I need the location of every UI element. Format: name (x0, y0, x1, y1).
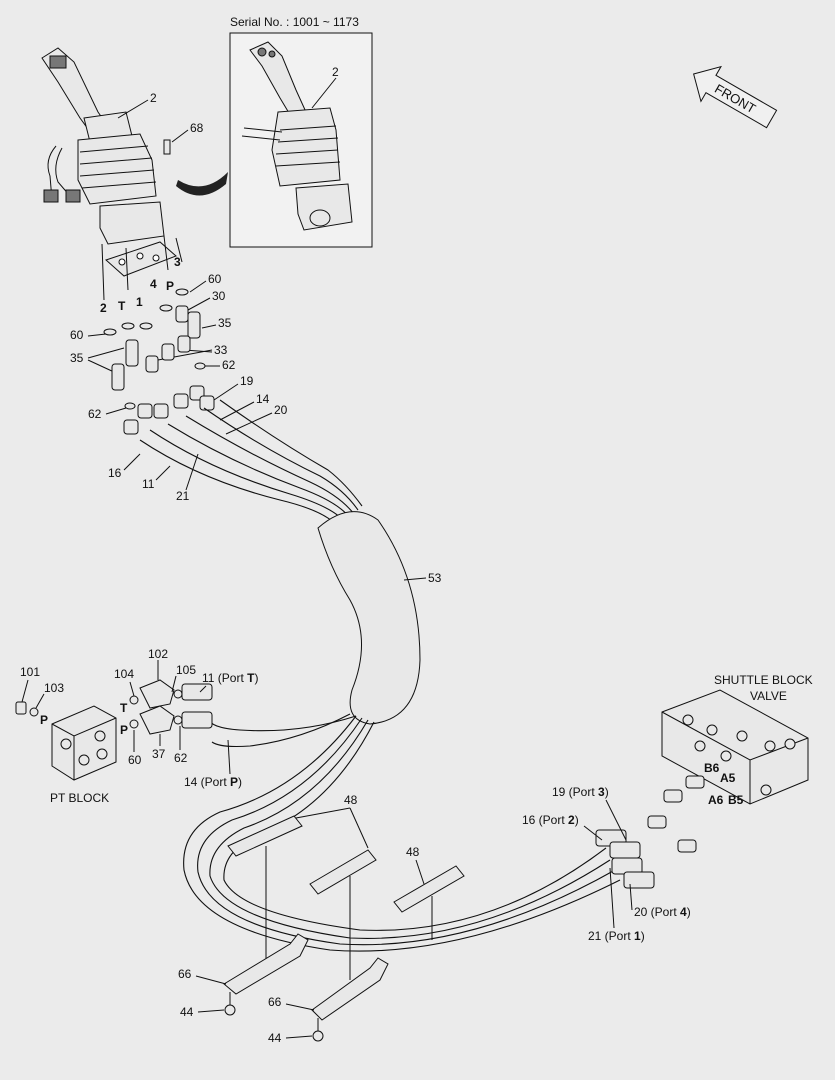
port-16-label: 16 (Port 2) (522, 813, 579, 827)
serial-label: Serial No. : 1001 ~ 1173 (230, 15, 359, 29)
label-104: 104 (114, 667, 134, 681)
label-T: T (118, 299, 126, 313)
shuttle-block-valve: SHUTTLE BLOCK VALVE B6 A5 A6 B5 19 (Port… (522, 673, 813, 943)
fittings (103, 288, 215, 435)
port-A6: A6 (708, 793, 724, 807)
label-11: 11 (142, 477, 155, 491)
label-35-right: 35 (218, 316, 232, 330)
label-1: 1 (136, 295, 143, 309)
port-11-label: 11 (Port T) (202, 671, 258, 685)
fitting-callouts: 3 60 4 P 30 2 T 1 35 60 35 33 62 19 14 2… (70, 255, 288, 503)
label-3: 3 (174, 255, 181, 269)
label-66-a: 66 (178, 967, 192, 981)
label-30: 30 (212, 289, 226, 303)
label-33: 33 (214, 343, 228, 357)
label-21: 21 (176, 489, 190, 503)
label-105: 105 (176, 663, 196, 677)
label-68: 68 (190, 121, 204, 135)
label-60-left: 60 (70, 328, 84, 342)
pt-block: PT BLOCK 101 103 P 102 104 105 T P 60 37… (15, 647, 258, 805)
port-B5: B5 (728, 793, 744, 807)
label-4: 4 (150, 277, 157, 291)
label-60-top: 60 (208, 272, 222, 286)
label-101: 101 (20, 665, 40, 679)
port-20-label: 20 (Port 4) (634, 905, 691, 919)
label-103: 103 (44, 681, 64, 695)
port-B6: B6 (704, 761, 720, 775)
label-62-ptblock: 62 (174, 751, 188, 765)
label-44-b: 44 (268, 1031, 282, 1045)
label-48-b: 48 (406, 845, 420, 859)
label-20: 20 (274, 403, 288, 417)
label-102: 102 (148, 647, 168, 661)
hose-bundle: 53 (139, 399, 621, 952)
label-35-left: 35 (70, 351, 84, 365)
label-53: 53 (428, 571, 442, 585)
label-2-fit: 2 (100, 301, 107, 315)
inset-callout-2: 2 (332, 65, 339, 79)
port-21-label: 21 (Port 1) (588, 929, 645, 943)
shuttle-label-2: VALVE (750, 689, 787, 703)
port-19-label: 19 (Port 3) (552, 785, 609, 799)
pt-block-label: PT BLOCK (50, 791, 109, 805)
label-T-ptblock: T (120, 701, 128, 715)
label-P-ptblock2: P (120, 723, 128, 737)
label-62-left: 62 (88, 407, 102, 421)
label-66-b: 66 (268, 995, 282, 1009)
label-60-ptblock: 60 (128, 753, 142, 767)
front-arrow: FRONT (693, 65, 778, 129)
port-A5: A5 (720, 771, 736, 785)
label-48-a: 48 (344, 793, 358, 807)
label-2-joystick: 2 (150, 91, 157, 105)
label-P: P (166, 279, 174, 293)
label-37: 37 (152, 747, 166, 761)
shuttle-label-1: SHUTTLE BLOCK (714, 673, 813, 687)
label-14: 14 (256, 392, 270, 406)
port-14-label: 14 (Port P) (184, 775, 242, 789)
label-62-right: 62 (222, 358, 236, 372)
label-44-a: 44 (180, 1005, 194, 1019)
pads: 48 48 (227, 793, 465, 980)
label-19: 19 (240, 374, 254, 388)
brackets: 66 66 44 44 (178, 933, 389, 1045)
serial-inset: Serial No. : 1001 ~ 1173 2 (176, 15, 373, 248)
label-P-ptblock: P (40, 713, 48, 727)
label-16: 16 (108, 466, 122, 480)
joystick-assembly: 2 68 (41, 47, 204, 301)
